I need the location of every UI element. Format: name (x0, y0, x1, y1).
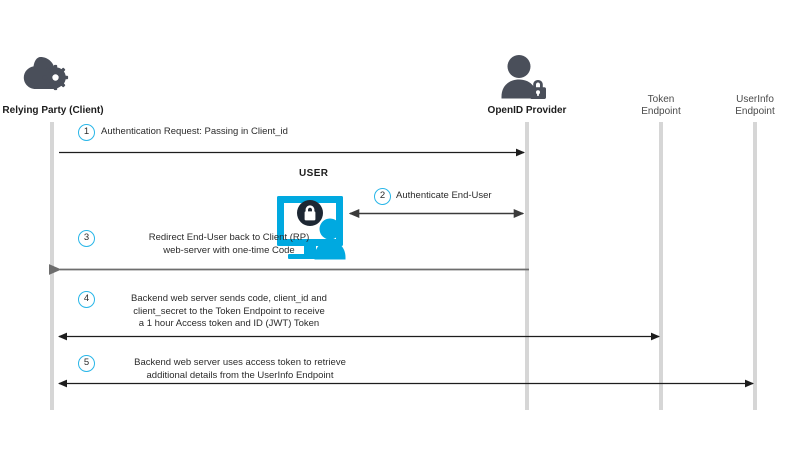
step-text-1: Authentication Request: Passing in Clien… (101, 126, 288, 137)
lifeline-userinfo-endpoint (753, 122, 757, 410)
lifeline-openid-provider (525, 122, 529, 410)
lifeline-relying-party (50, 122, 54, 410)
actor-label-token-endpoint: Token Endpoint (641, 94, 681, 117)
actor-label-userinfo-endpoint: UserInfo Endpoint (735, 94, 775, 117)
actor-label-relying-party: Relying Party (Client) (2, 105, 104, 116)
step-text-5: Backend web server uses access token to … (134, 357, 346, 381)
step-badge-2: 2 (374, 188, 391, 205)
person-lock-icon (501, 55, 546, 99)
lifeline-token-endpoint (659, 122, 663, 410)
step-text-2: Authenticate End-User (396, 190, 492, 201)
step-badge-5: 5 (78, 355, 95, 372)
actor-label-openid-provider: OpenID Provider (487, 105, 567, 116)
step-badge-1: 1 (78, 124, 95, 141)
monitor-user-lock-icon (277, 196, 346, 260)
step-badge-3: 3 (78, 230, 95, 247)
step-badge-4: 4 (78, 291, 95, 308)
step-text-4: Backend web server sends code, client_id… (131, 293, 327, 329)
cloud-gear-icon (23, 57, 69, 91)
user-node-caption: USER (299, 168, 329, 179)
step-text-3: Redirect End-User back to Client (RP) we… (148, 232, 310, 256)
